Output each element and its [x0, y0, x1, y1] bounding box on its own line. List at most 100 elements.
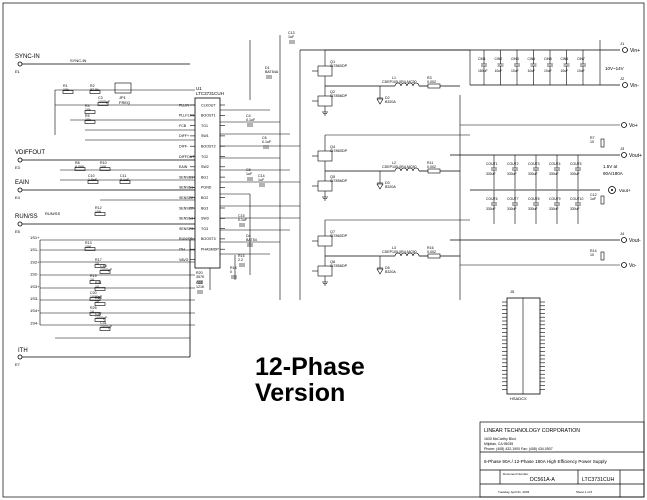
ic-pin-label: SW1: [201, 134, 209, 138]
ic-pin-label: BG1: [201, 175, 208, 179]
sense-net-label: 1S4-: [30, 320, 39, 325]
version-line-2: Version: [255, 379, 346, 407]
ic-right-pin: BG3: [201, 206, 225, 210]
ic-right-pin: TG3: [201, 227, 225, 231]
component-value: 10: [590, 140, 594, 144]
component-value: 1000pF: [98, 100, 111, 104]
component-ref: R15: [238, 254, 245, 258]
vin-minus-term: J2: [620, 76, 625, 81]
cap-value: 10uF: [528, 69, 536, 73]
diode-ref: D3: [385, 181, 390, 185]
sense-net: 1S1-: [30, 247, 39, 252]
vdiffout-term: E3: [15, 165, 21, 170]
runss-term: E5: [15, 229, 21, 234]
ic-right-pin: SW1: [201, 134, 225, 138]
sense-net: 1S2-: [30, 272, 39, 277]
component-value: 10: [90, 310, 94, 314]
ic-ref: U1: [196, 86, 202, 91]
component-value: 357K: [196, 275, 205, 279]
component-ref: R25: [90, 306, 97, 310]
diode-ref: D5: [385, 266, 390, 270]
vos-minus-label: Vo-: [629, 263, 637, 269]
component-value: 1000pF: [95, 316, 108, 320]
component-value: 0.1uF: [238, 218, 248, 222]
mosfet-ref: Q8: [330, 260, 335, 264]
ic-right-pin: SW2: [201, 165, 225, 169]
doc-number-label: Document Number: [503, 472, 528, 476]
mosfet-ref: Q5: [330, 175, 335, 179]
resistor-value: 0.002: [427, 250, 436, 254]
component-value: 121K: [196, 285, 205, 289]
ic-pin-label: SENSE1-: [179, 186, 195, 190]
ic-pin-label: FCB: [179, 124, 187, 128]
cap-value: 10uF: [544, 69, 552, 73]
left-passive: R88.06K: [74, 161, 86, 171]
vout-bnc-label: Vout+: [619, 188, 631, 193]
component-ref: C4: [246, 114, 251, 118]
diode-ref: D2: [385, 96, 390, 100]
sync-in-label: SYNC-IN: [15, 54, 40, 60]
ic-pin-label: BOOST3: [201, 237, 216, 241]
cap-ref: COUT4: [549, 162, 561, 166]
mosfet-ref: Q7: [330, 230, 335, 234]
ic-pin-label: TG2: [201, 155, 208, 159]
cap-ref: COUT3: [528, 162, 540, 166]
resistor-value: 0.002: [427, 80, 436, 84]
ic-pin-label: DIFFOUT: [179, 155, 195, 159]
mosfet-part: Si7856DP: [330, 264, 348, 268]
component-value: 1500pF: [100, 325, 113, 329]
ic-left-pin: ITH: [179, 248, 195, 252]
component-ref: R17: [95, 258, 102, 262]
ic-right-pin: BOOST1: [201, 114, 225, 118]
connector-part: HSADCX: [510, 396, 527, 401]
cap-value: 180uF: [478, 69, 488, 73]
component-value: 10: [590, 253, 594, 257]
title-block: LINEAR TECHNOLOGY CORPORATION 1630 McCar…: [479, 421, 645, 498]
ith-input: ITH E7: [15, 240, 191, 367]
ic-pin-label: TG1: [201, 124, 208, 128]
vin-minus-label: Vin-: [630, 83, 639, 89]
address-phone: Phone: (408) 432-1900 Fax: (408) 434-050…: [484, 447, 553, 451]
connector-j5: J5 HSADCX: [502, 289, 545, 401]
ic-left-pin: SENSE1-: [179, 186, 195, 190]
component-ref: D1: [265, 66, 270, 70]
resistor-ref: R16: [427, 246, 434, 250]
component-ref: R2: [90, 84, 95, 88]
sense-net: 1S3-: [30, 296, 39, 301]
mosfet-ref: Q4: [330, 145, 335, 149]
ic-left-pin: PLLIN: [179, 103, 195, 107]
cap-ref: COUT10: [570, 197, 583, 201]
ic-pin-label: ITH: [179, 248, 185, 252]
ic-left-pin: SENSE2-: [179, 206, 195, 210]
component-ref: R10: [100, 161, 107, 165]
runss-input: RUN/SS E5 RUN/SS: [15, 211, 195, 234]
cap-ref: CIN7: [577, 57, 585, 61]
input-capacitor-bank: CIN1180uFCIN210uFCIN310uFCIN410uFCIN510u…: [478, 50, 586, 85]
component-value: BAT54: [246, 238, 257, 242]
ic-left-pin: VAVG: [179, 258, 195, 262]
component-ref: C18: [100, 264, 107, 268]
component-ref: C14: [258, 174, 265, 178]
vout-minus-label: Vout-: [629, 238, 641, 244]
sense-net-label: 1S3+: [30, 284, 40, 289]
component-ref: D4: [246, 234, 251, 238]
jp1-ref: JP1: [119, 95, 127, 100]
